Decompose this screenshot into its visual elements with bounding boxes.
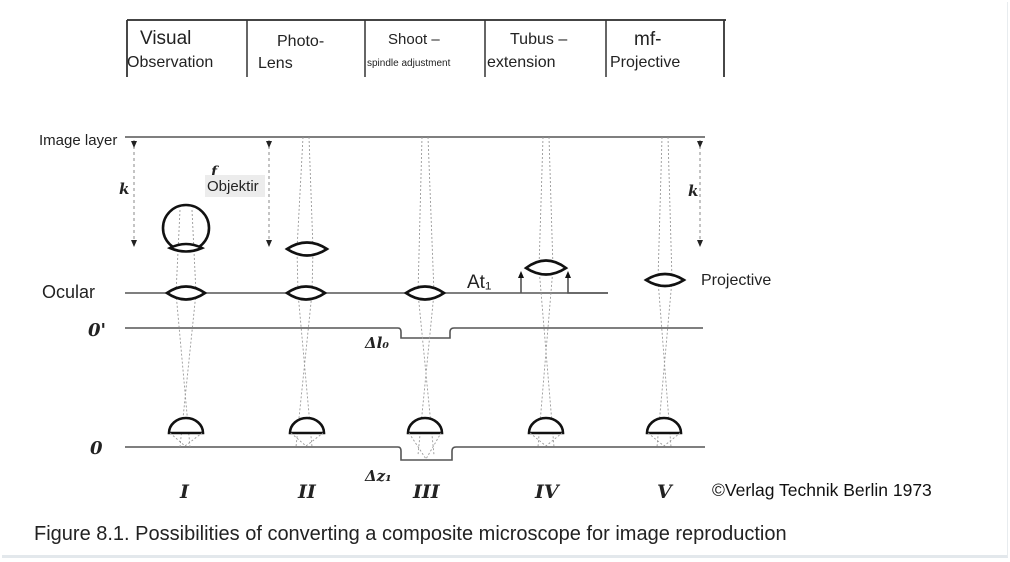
objective-lens-icon — [288, 416, 326, 435]
ocular-lens-icon — [164, 285, 208, 301]
object-line — [125, 446, 705, 461]
variant-label-v: V — [657, 481, 674, 503]
objektir-label: Objektir — [207, 178, 259, 195]
header-photo-line1: Photo- — [277, 33, 324, 50]
intermediate-image-line — [125, 327, 703, 339]
ray-path-iv — [537, 136, 555, 448]
header-mf-line2: Projective — [610, 54, 680, 71]
focus-cone — [529, 432, 563, 447]
delta-l0-label: Δl₀ — [364, 334, 389, 352]
delta-z1-label: Δz₁ — [364, 467, 392, 485]
header-tubus-line1: Tubus – — [510, 31, 567, 48]
variant-label-iv: IV — [534, 481, 561, 503]
header-tubus-line2: extension — [487, 54, 556, 71]
image-layer-label: Image layer — [39, 132, 117, 149]
photo-lens-icon — [284, 241, 330, 257]
projective-lens-icon — [643, 272, 687, 288]
projective-label: Projective — [701, 272, 771, 289]
arrow-icon — [266, 141, 272, 148]
objective-lens-icon — [527, 416, 565, 435]
arrow-icon — [565, 271, 571, 278]
arrow-icon — [266, 240, 272, 247]
objectives — [167, 416, 683, 460]
variant-label-i: I — [179, 481, 190, 503]
ray-path-v — [656, 136, 673, 448]
objektir-label-bg — [205, 175, 265, 197]
at1-label: At₁ — [467, 272, 491, 293]
arrow-icon — [697, 141, 703, 148]
ocular-lens-icon — [284, 285, 328, 301]
objective-lens-icon — [167, 416, 205, 435]
focus-cone — [169, 432, 203, 447]
k-right-label: k — [688, 182, 698, 200]
ocular-label: Ocular — [42, 282, 95, 302]
ocular-lens-icon — [523, 259, 569, 276]
o-prime-label: 0' — [88, 320, 106, 341]
header-visual-line1: Visual — [140, 28, 191, 49]
header-shoot-line2: spindle adjustment — [367, 58, 451, 69]
header-shoot-line1: Shoot – — [388, 31, 440, 48]
o-label: 0 — [90, 438, 103, 459]
header-photo-line2: Lens — [258, 55, 293, 72]
header-mf-line1: mf- — [634, 29, 661, 50]
ray-path-ii — [295, 136, 314, 448]
header-visual-line2: Observation — [127, 54, 213, 71]
tube-extension-step — [520, 276, 608, 294]
arrow-icon — [518, 271, 524, 278]
ocular-lens-icon — [403, 285, 447, 301]
f-label: f — [210, 164, 220, 180]
variant-label-iii: III — [412, 481, 441, 503]
variant-label-ii: II — [297, 481, 317, 503]
k-left-label: k — [119, 180, 129, 198]
objective-lens-icon — [645, 416, 683, 435]
arrow-icon — [131, 141, 137, 148]
eye-lens-icon — [166, 242, 206, 253]
objective-lens-icon — [406, 416, 444, 435]
arrow-icon — [131, 240, 137, 247]
focus-cone — [408, 432, 442, 460]
arrow-icon — [697, 240, 703, 247]
focus-cone — [647, 432, 681, 447]
focus-cone — [290, 432, 324, 447]
figure-caption: Figure 8.1. Possibilities of converting … — [34, 523, 787, 545]
copyright-notice: ©Verlag Technik Berlin 1973 — [712, 480, 932, 500]
header-table: Visual Observation Photo- Lens Shoot – s… — [126, 19, 726, 77]
